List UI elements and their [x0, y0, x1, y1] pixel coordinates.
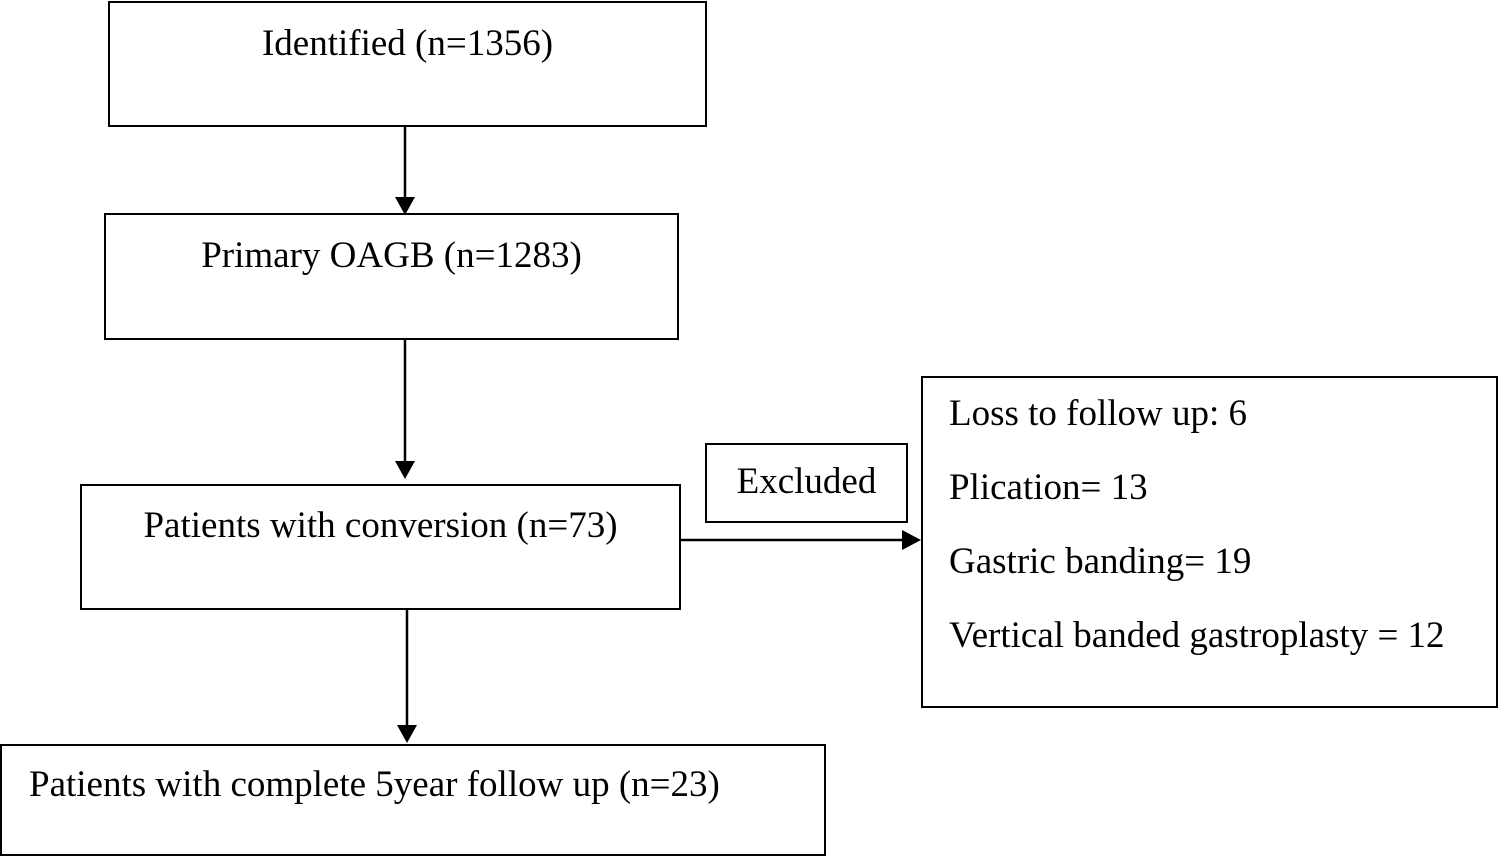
exclusion-reason: Loss to follow up: 6	[949, 393, 1248, 434]
identified-label: Identified (n=1356)	[261, 23, 554, 64]
primary-oagb-box: Primary OAGB (n=1283)	[104, 213, 679, 340]
followup-label: Patients with complete 5year follow up (…	[29, 764, 720, 805]
conversion-box: Patients with conversion (n=73)	[80, 484, 681, 610]
excluded-box: Excluded	[705, 443, 908, 523]
exclusion-reason: Plication= 13	[949, 467, 1148, 508]
exclusion-reasons-box: Loss to follow up: 6 Plication= 13 Gastr…	[921, 376, 1498, 708]
followup-box: Patients with complete 5year follow up (…	[0, 744, 826, 856]
identified-box: Identified (n=1356)	[108, 1, 707, 127]
exclusion-reason: Vertical banded gastroplasty = 12	[949, 615, 1445, 656]
arrowhead-down-followup	[397, 725, 417, 743]
exclusion-reason: Gastric banding= 19	[949, 541, 1252, 582]
conversion-label: Patients with conversion (n=73)	[143, 505, 618, 546]
excluded-label: Excluded	[736, 461, 877, 502]
primary-oagb-label: Primary OAGB (n=1283)	[201, 235, 582, 276]
arrowhead-down-conversion	[395, 461, 415, 479]
arrowhead-right-excluded	[902, 530, 921, 550]
